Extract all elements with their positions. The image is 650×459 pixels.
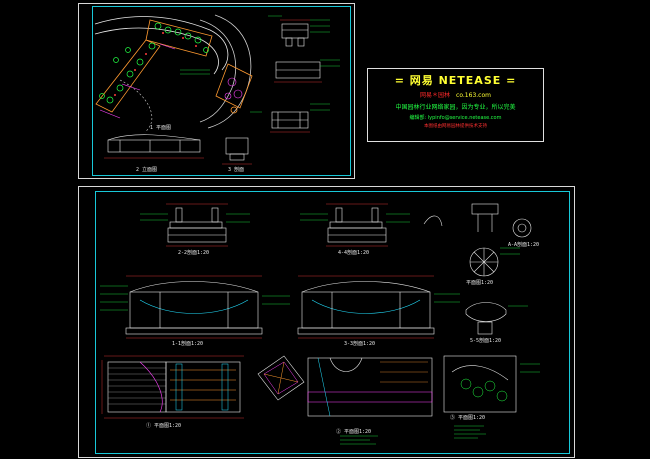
caption-sheet1-section: 3 剖面 (228, 167, 245, 173)
drawing-sheet-top-border (92, 6, 351, 176)
dimension-lines-sections (166, 203, 388, 247)
caption-detail-a: A-A剖面1:20 (508, 242, 540, 248)
dimension-lines-plan (101, 355, 244, 419)
drawing-sheet-bottom (78, 186, 575, 458)
caption-section-4-4: 4-4剖面1:20 (338, 250, 370, 256)
drawing-sheet-bottom-border (95, 191, 570, 454)
long-elevation-top (107, 134, 249, 161)
leader-lines-long (100, 285, 460, 311)
caption-plan-circle: 平面图1:20 (466, 280, 494, 286)
caption-section-1-1: 1-1剖面1:20 (172, 341, 204, 347)
detail-column-top (423, 203, 532, 238)
banner-site-label: 网易＊园林 (420, 92, 451, 99)
caption-plan-3: ③ 平面图1:20 (450, 415, 486, 421)
section-1-1 (125, 281, 263, 335)
caption-sheet1-elevation: 2 立面图 (136, 167, 158, 173)
caption-section-2-2: 2-2剖面1:20 (178, 250, 210, 256)
dimension-lines-top-2 (104, 157, 252, 165)
banner-site: 网易＊园林 co.163.com (368, 90, 543, 99)
caption-sheet1-plan: 1 平面图 (150, 125, 172, 131)
netease-banner: = 网易 NETEASE = 网易＊园林 co.163.com 中国园林行业网络家… (367, 68, 544, 142)
plan-3 (443, 355, 540, 413)
leader-lines-top (268, 15, 340, 111)
drawing-sheet-top (78, 3, 355, 179)
caption-section-3-3: 3-3剖面1:20 (344, 341, 376, 347)
banner-editor: 编辑部: lypinfo@service.netease.com (409, 115, 502, 121)
caption-plan-1: ① 平面图1:20 (146, 423, 182, 429)
section-4-4 (327, 207, 387, 243)
detail-elevations-top (271, 23, 321, 129)
leader-lines-right (500, 247, 528, 307)
banner-title: = 网易 NETEASE = (394, 74, 517, 87)
dimension-lines-long (126, 275, 434, 339)
section-5-5 (465, 302, 507, 335)
banner-site-url[interactable]: co.163.com (456, 92, 491, 99)
section-3-3 (297, 281, 435, 335)
site-plan (94, 14, 262, 133)
notes-lines (340, 425, 486, 445)
plan-1 (107, 361, 241, 413)
plan-2 (257, 355, 433, 417)
leader-lines-sections (140, 213, 410, 223)
detail-circle-plan (469, 247, 499, 277)
dimension-lines-top (270, 19, 322, 133)
banner-slogan: 中国园林行业网络家园，因为专业，所以完美 (395, 104, 516, 111)
caption-plan-2: ② 平面图1:20 (336, 429, 372, 435)
banner-notice: 本图纸由网易园林提供技术支持 (424, 124, 487, 129)
caption-section-5-5: 5-5剖面1:20 (470, 338, 502, 344)
section-2-2 (167, 207, 227, 243)
